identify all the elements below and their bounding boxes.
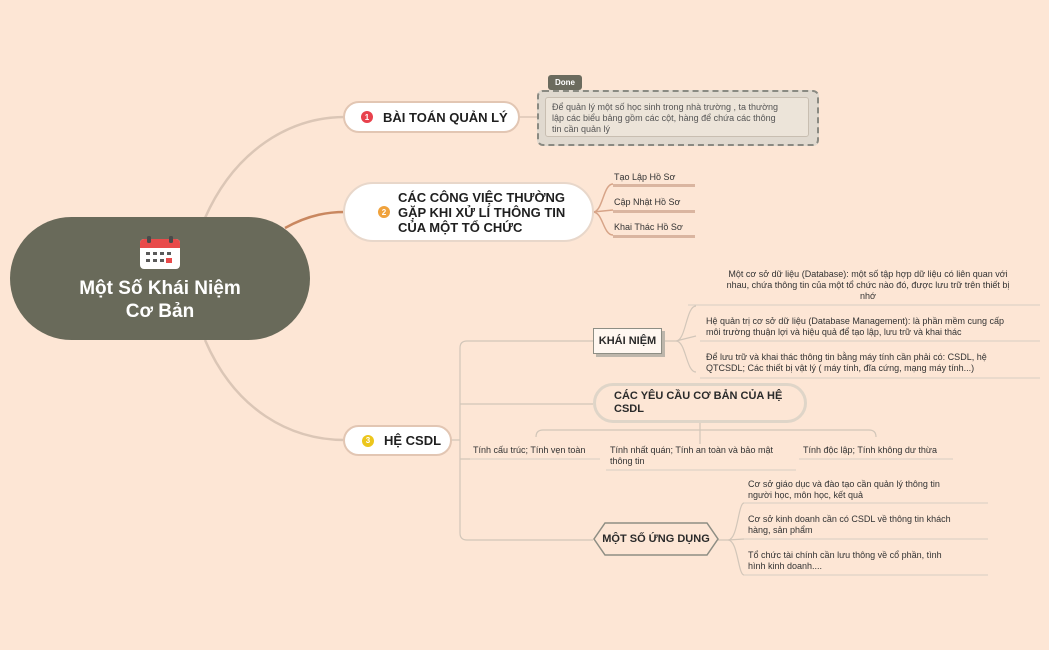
- topic-number-badge: 2: [378, 206, 390, 218]
- leaf-cap-nhat[interactable]: Cập Nhật Hồ Sơ: [614, 197, 681, 207]
- leaf-khai-thac[interactable]: Khai Thác Hồ Sơ: [614, 222, 683, 232]
- central-title: Một Số Khái Niệm Cơ Bản: [79, 277, 241, 322]
- ung-dung-item-3[interactable]: Tổ chức tài chính cần lưu thông về cổ ph…: [748, 550, 942, 571]
- leaf-underline: [613, 235, 695, 238]
- subtopic-yeu-cau[interactable]: CÁC YÊU CẦU CƠ BẢN CỦA HỆ CSDL: [593, 383, 807, 423]
- ungdung-bracket: [718, 502, 745, 576]
- topic-cac-cong-viec[interactable]: 2 CÁC CÔNG VIỆC THƯỜNG GẶP KHI XỬ LÍ THÔ…: [343, 182, 594, 242]
- note-box[interactable]: Để quản lý một số học sinh trong nhà trư…: [537, 90, 819, 146]
- leaf-underline: [613, 210, 695, 213]
- subtopic-label: KHÁI NIỆM: [598, 335, 657, 347]
- leaf-underline: [613, 184, 695, 187]
- done-tag: Done: [548, 75, 582, 90]
- leaves-bracket-2: [592, 183, 614, 236]
- calendar-icon: [140, 235, 180, 269]
- subtopic-khai-niem[interactable]: KHÁI NIỆM: [593, 328, 662, 354]
- topic-bai-toan-quan-ly[interactable]: 1 BÀI TOÁN QUẢN LÝ: [343, 101, 520, 133]
- subtopic-label: CÁC YÊU CẦU CƠ BẢN CỦA HỆ CSDL: [614, 390, 783, 415]
- topic-number-badge: 1: [361, 111, 373, 123]
- topic-label: BÀI TOÁN QUẢN LÝ: [383, 109, 508, 125]
- yeucau-tree: [535, 423, 877, 444]
- yeu-cau-item-2[interactable]: Tính nhất quán; Tính an toàn và bảo mật …: [610, 445, 773, 466]
- topic-label: HỆ CSDL: [384, 433, 442, 448]
- central-topic[interactable]: Một Số Khái Niệm Cơ Bản: [10, 217, 310, 340]
- hexagon-frame: [593, 522, 719, 556]
- note-text: Để quản lý một số học sinh trong nhà trư…: [545, 97, 809, 137]
- khai-niem-item-2[interactable]: Hệ quản trị cơ sở dữ liệu (Database Mana…: [706, 316, 1004, 337]
- topic-number-badge: 3: [362, 434, 374, 447]
- khai-niem-item-1[interactable]: Một cơ sở dữ liệu (Database): một số tập…: [726, 269, 1010, 301]
- yeu-cau-item-3[interactable]: Tính độc lập; Tính không dư thừa: [803, 445, 937, 455]
- branch-line-3: [203, 339, 346, 442]
- branch-line-1: [203, 115, 346, 219]
- branch-line-2: [284, 210, 346, 230]
- ung-dung-item-2[interactable]: Cơ sở kinh doanh cần có CSDL về thông ti…: [748, 514, 951, 535]
- khainiem-bracket: [662, 305, 697, 373]
- ung-dung-item-1[interactable]: Cơ sở giáo dục và đào tạo cần quản lý th…: [748, 479, 940, 500]
- hecsdl-spine: [450, 340, 593, 541]
- subtopic-label: MỘT SỐ ỨNG DỤNG: [602, 533, 710, 545]
- khai-niem-item-3[interactable]: Để lưu trữ và khai thác thông tin bằng m…: [706, 352, 987, 373]
- topic-he-csdl[interactable]: 3 HỆ CSDL: [343, 425, 452, 456]
- topic-label: CÁC CÔNG VIỆC THƯỜNG GẶP KHI XỬ LÍ THÔNG…: [398, 189, 566, 235]
- yeu-cau-item-1[interactable]: Tính cấu trúc; Tính vẹn toàn: [473, 445, 586, 455]
- subtopic-ung-dung[interactable]: MỘT SỐ ỨNG DỤNG: [593, 522, 719, 556]
- leaf-tao-lap[interactable]: Tạo Lập Hồ Sơ: [614, 172, 676, 182]
